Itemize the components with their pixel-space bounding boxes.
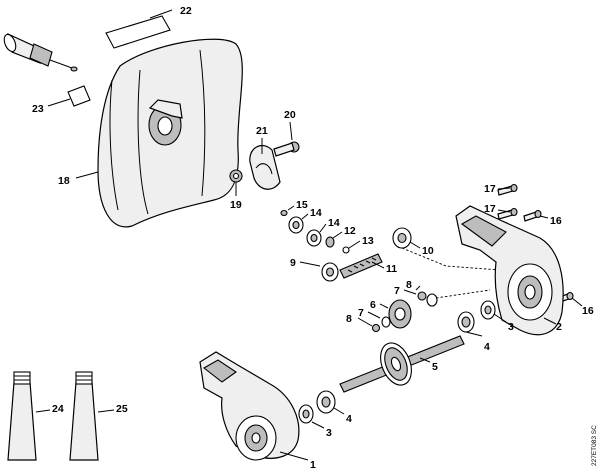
callout-4-a: 4 <box>484 341 490 353</box>
callout-2: 2 <box>556 321 562 333</box>
callout-8-a: 8 <box>406 279 412 291</box>
callout-17-a: 17 <box>484 183 496 195</box>
callout-24: 24 <box>52 403 64 415</box>
callout-14-a: 14 <box>310 207 322 219</box>
main-shaft-gear-part-5 <box>339 335 465 393</box>
callout-11: 11 <box>386 263 397 275</box>
small-parts-group <box>280 205 501 282</box>
nut-part-19 <box>229 169 243 196</box>
callout-1: 1 <box>310 459 316 471</box>
callout-25: 25 <box>116 403 128 415</box>
clamp-part-21 <box>249 138 281 190</box>
gear-housing-part-2 <box>455 205 564 336</box>
callout-16-b: 16 <box>582 305 594 317</box>
callout-7-b: 7 <box>358 307 364 319</box>
callout-6: 6 <box>370 299 376 311</box>
callout-18: 18 <box>58 175 70 187</box>
grease-tube-part-25 <box>69 371 115 461</box>
callout-9: 9 <box>290 257 296 269</box>
bevel-gear-part-6 <box>357 299 412 333</box>
callout-13: 13 <box>362 235 374 247</box>
callout-7-a: 7 <box>394 285 400 297</box>
callout-22: 22 <box>180 5 192 17</box>
spacer-bushing-right <box>403 285 491 307</box>
grease-cartridge-part <box>3 32 78 72</box>
callout-3-a: 3 <box>508 321 514 333</box>
callout-12: 12 <box>344 225 356 237</box>
callout-19: 19 <box>230 199 242 211</box>
seal-bearing-right <box>457 300 507 337</box>
callout-17-b: 17 <box>484 203 496 215</box>
drawing-code: 227ET083 SC <box>591 425 598 466</box>
callout-4-b: 4 <box>346 413 352 425</box>
callout-10: 10 <box>422 245 434 257</box>
callout-14-b: 14 <box>328 217 340 229</box>
seal-bearing-left <box>298 390 345 429</box>
callout-5: 5 <box>432 361 438 373</box>
label-sticker-part-22 <box>105 9 173 49</box>
screw-part-20 <box>273 121 300 157</box>
callout-8-b: 8 <box>346 313 352 325</box>
grease-tube-part-24 <box>7 371 51 461</box>
screws-part-16-17 <box>497 183 583 307</box>
callout-23: 23 <box>32 103 44 115</box>
back-pad-part-18 <box>75 38 243 228</box>
callout-labels: 22 23 18 20 21 19 15 14 14 12 13 9 11 10… <box>32 5 594 471</box>
label-part-23 <box>47 85 91 107</box>
callout-21: 21 <box>256 125 268 137</box>
gear-housing-part-1 <box>199 351 309 461</box>
callout-3-b: 3 <box>326 427 332 439</box>
callout-16-a: 16 <box>550 215 562 227</box>
callout-15: 15 <box>296 199 308 211</box>
callout-20: 20 <box>284 109 296 121</box>
